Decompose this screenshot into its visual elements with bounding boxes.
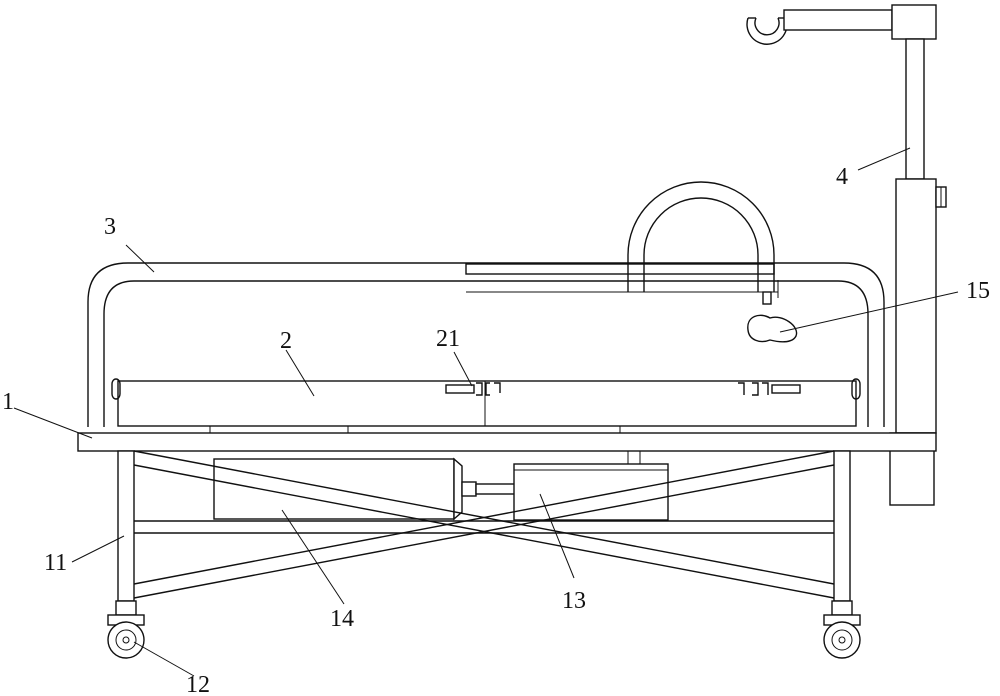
label-bed-frame: 1 [2,389,14,415]
clamp-right [738,382,801,396]
label-drive-unit: 13 [562,588,586,614]
support-legs [117,450,851,602]
label-grip-handle: 15 [966,278,990,304]
label-guard-rail: 3 [104,214,116,240]
clamp-left [445,382,501,396]
label-caster-wheel: 12 [186,672,210,696]
guard-rail [87,262,885,427]
leader-lines [13,147,959,677]
callout-labels: 1 2 3 4 11 12 13 14 15 21 [2,164,990,696]
arched-handle [627,181,775,292]
bed-frame [77,432,937,452]
label-iv-pole: 4 [836,164,848,190]
scissor-lift [133,450,835,599]
iv-pole [746,4,947,506]
label-clamp: 21 [436,326,460,352]
grip-handle [747,291,798,343]
label-support-leg: 11 [44,550,67,576]
caster-wheel-left [107,600,145,659]
drive-unit [213,451,669,521]
mattress-board [111,378,861,433]
label-scissor-lift: 14 [330,606,354,632]
label-mattress-board: 2 [280,328,292,354]
caster-wheel-right [823,600,861,659]
